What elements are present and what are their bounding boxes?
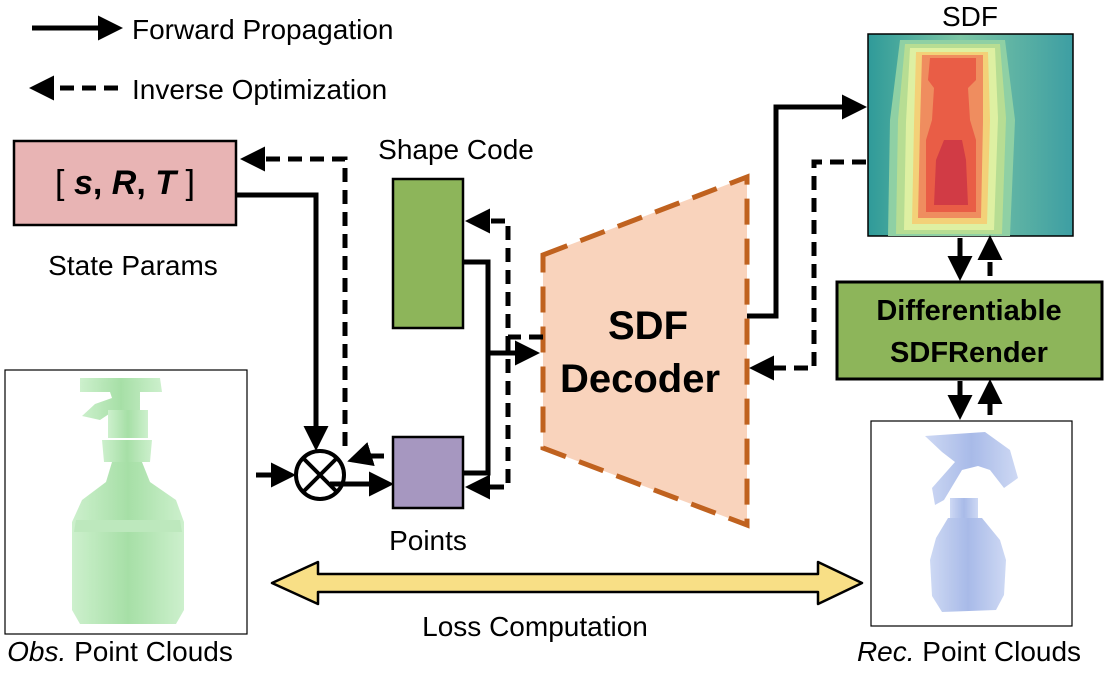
legend-inverse-label: Inverse Optimization bbox=[132, 74, 387, 105]
shape-code-box bbox=[391, 177, 465, 330]
loss-computation: Loss Computation bbox=[270, 560, 864, 642]
state-params-formula: [ s, R, T ] bbox=[55, 164, 195, 202]
inverse-decoder-to-points bbox=[465, 337, 511, 500]
loss-label: Loss Computation bbox=[422, 611, 648, 642]
forward-decoder-to-sdf bbox=[747, 94, 867, 319]
shape-code: Shape Code bbox=[378, 134, 534, 330]
sdf-map-caption: SDF bbox=[942, 1, 998, 32]
renderer-box bbox=[835, 280, 1104, 381]
decoder-label-line2: Decoder bbox=[560, 357, 720, 401]
legend: Forward Propagation Inverse Optimization bbox=[29, 14, 393, 105]
decoder-trapezoid bbox=[540, 173, 750, 529]
forward-arrows bbox=[236, 94, 973, 497]
renderer-label-line2: SDFRender bbox=[890, 337, 1048, 369]
shape-code-caption: Shape Code bbox=[378, 134, 534, 165]
state-params-box bbox=[12, 139, 238, 227]
inverse-arrows bbox=[240, 146, 1003, 500]
forward-shapecode-to-merge bbox=[463, 259, 491, 344]
points-caption: Points bbox=[389, 525, 467, 556]
points: Points bbox=[389, 435, 467, 556]
reconstructed-caption: Rec. Point Clouds bbox=[857, 636, 1081, 667]
sdf-contours bbox=[888, 40, 1015, 236]
reconstructed-bottle-image bbox=[925, 432, 1018, 612]
state-params: [ s, R, T ] State Params bbox=[12, 139, 238, 281]
sdf-map: SDF bbox=[867, 1, 1074, 237]
loss-double-arrow bbox=[270, 560, 864, 606]
inverse-sdf-to-decoder bbox=[749, 159, 866, 381]
state-params-caption: State Params bbox=[48, 250, 218, 281]
observed-point-cloud: Obs. Point Clouds bbox=[4, 369, 248, 667]
legend-forward-label: Forward Propagation bbox=[132, 14, 393, 45]
forward-state-to-operator bbox=[236, 192, 329, 451]
forward-points-to-merge bbox=[463, 344, 491, 476]
inverse-to-operator bbox=[347, 442, 384, 467]
sdf-renderer: Differentiable SDFRender bbox=[835, 280, 1104, 381]
points-box bbox=[391, 435, 465, 510]
inverse-operator-to-state bbox=[240, 146, 348, 446]
multiply-operator bbox=[294, 449, 346, 501]
inverse-decoder-to-shapecode bbox=[465, 208, 543, 340]
reconstructed-point-cloud: Rec. Point Clouds bbox=[857, 420, 1081, 667]
decoder-label-line1: SDF bbox=[608, 304, 688, 348]
renderer-label-line1: Differentiable bbox=[876, 295, 1061, 327]
sdf-decoder: SDF Decoder bbox=[540, 173, 750, 529]
observed-bottle-image bbox=[72, 378, 184, 624]
observed-caption: Obs. Point Clouds bbox=[7, 636, 233, 667]
